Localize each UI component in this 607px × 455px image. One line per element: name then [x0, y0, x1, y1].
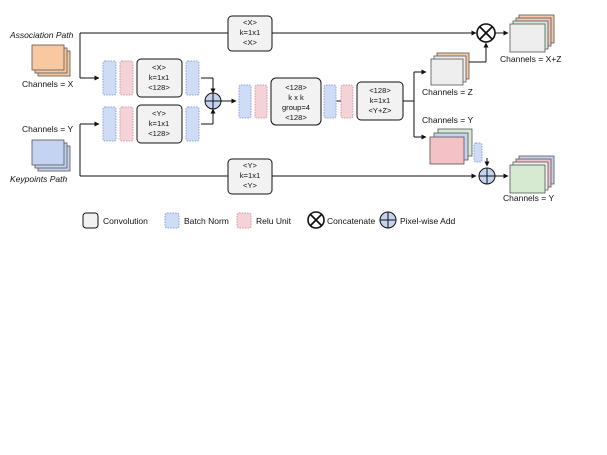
conv-center-kernel: k x k [288, 93, 304, 102]
pixel-add-icon [204, 92, 222, 110]
y-branch [102, 104, 200, 144]
conv-center-group: group=4 [282, 103, 310, 112]
relu-block [119, 106, 134, 142]
x-branch [102, 58, 200, 98]
legend-convolution: Convolution [82, 212, 148, 229]
conv-out-out: <Y+Z> [368, 106, 392, 115]
conv-top-skip-in: <X> [243, 18, 257, 27]
conv-x-in-kernel: k=1x1 [149, 73, 169, 82]
batch-norm-block [473, 142, 483, 163]
legend-relu: Relu Unit [236, 212, 292, 229]
relu-block [340, 84, 354, 119]
keypoints-path-label: Keypoints Path [10, 174, 67, 184]
legend-concatenate: Concatenate [307, 211, 375, 229]
channels-y-out-label: Channels = Y [503, 193, 554, 203]
batch-norm-block [323, 84, 337, 119]
conv-bottom-skip-in: <Y> [243, 161, 257, 170]
legend-relu-label: Relu Unit [256, 216, 292, 226]
conv-out-in: <128> [369, 86, 391, 95]
conv-bottom-skip-kernel: k=1x1 [240, 171, 260, 180]
channels-xz-label: Channels = X+Z [500, 54, 561, 64]
input-y-stack [31, 139, 71, 172]
association-path-label: Association Path [9, 30, 74, 40]
conv-x-in-in: <X> [152, 63, 166, 72]
output-xz-stack [509, 14, 555, 53]
conv-center [270, 77, 322, 126]
batch-norm-block [185, 106, 200, 142]
conv-center-in: <128> [285, 83, 307, 92]
conv-bottom-skip-out: <Y> [243, 181, 257, 190]
batch-norm-block [102, 106, 117, 142]
legend-batch-norm-label: Batch Norm [184, 216, 229, 226]
conv-out [356, 81, 404, 121]
y-mid-stack [429, 128, 473, 165]
batch-norm-block [102, 60, 117, 96]
conv-top-skip-out: <X> [243, 38, 257, 47]
conv-x-in [136, 58, 183, 98]
pixel-add-icon [478, 167, 496, 185]
batch-norm-block [185, 60, 200, 96]
conv-out-kernel: k=1x1 [370, 96, 390, 105]
conv-y-in-out: <128> [148, 129, 170, 138]
legend: Convolution Batch Norm Relu Unit Concate… [82, 211, 456, 229]
relu-block [119, 60, 134, 96]
input-x-stack [31, 44, 71, 77]
conv-top-skip: <X> k=1x1 <X> [227, 15, 273, 52]
legend-batch-norm: Batch Norm [164, 212, 229, 229]
channels-x-label: Channels = X [22, 79, 74, 89]
conv-x-in-out: <128> [148, 83, 170, 92]
conv-top-skip-kernel: k=1x1 [240, 28, 260, 37]
legend-pixel-add: Pixel-wise Add [379, 211, 456, 229]
legend-concatenate-label: Concatenate [327, 216, 375, 226]
output-y-stack [509, 155, 555, 194]
conv-y-in-in: <Y> [152, 109, 166, 118]
channels-y-mid-label: Channels = Y [422, 115, 473, 125]
legend-pixel-add-label: Pixel-wise Add [400, 216, 456, 226]
channels-z-label: Channels = Z [422, 87, 473, 97]
connections [79, 30, 509, 179]
z-stack [430, 52, 470, 86]
legend-convolution-label: Convolution [103, 216, 148, 226]
conv-center-out: <128> [285, 113, 307, 122]
relu-block [254, 84, 268, 119]
conv-y-in-kernel: k=1x1 [149, 119, 169, 128]
batch-norm-block [238, 84, 252, 119]
channels-y-label: Channels = Y [22, 124, 73, 134]
concatenate-icon [476, 23, 496, 43]
center-stack [238, 77, 404, 126]
conv-bottom-skip: <Y> k=1x1 <Y> [227, 158, 273, 195]
conv-y-in [136, 104, 183, 144]
